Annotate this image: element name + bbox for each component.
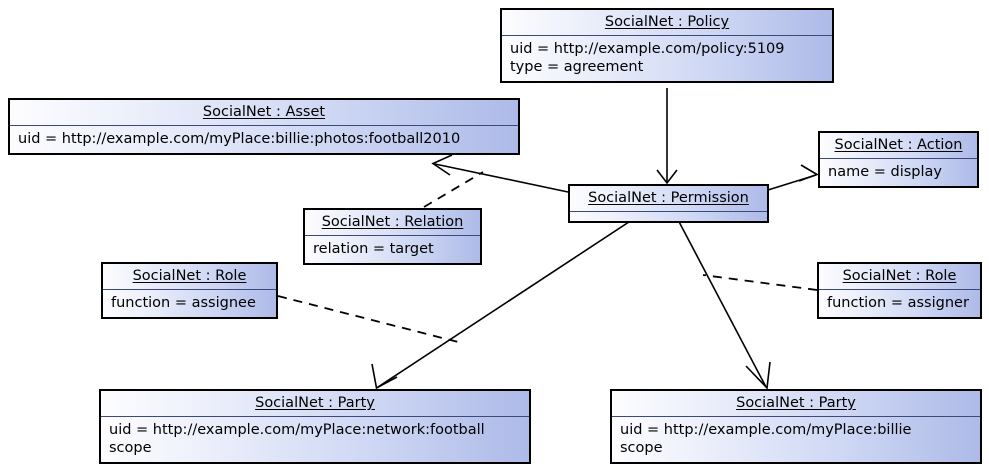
node-policy[interactable]: SocialNet : Policy uid = http://example.…: [500, 8, 834, 84]
node-party-network[interactable]: SocialNet : Party uid = http://example.c…: [99, 389, 531, 465]
edge-policy-permission: [656, 88, 678, 185]
attribute-line: uid = http://example.com/policy:5109: [510, 40, 785, 57]
node-party-network-attributes: uid = http://example.com/myPlace:network…: [101, 417, 529, 463]
node-party-billie-attributes: uid = http://example.com/myPlace:billie …: [612, 417, 980, 463]
edge-role-assigner-link: [702, 274, 818, 291]
node-action-divider: [820, 157, 977, 159]
edge-role-assignee-link: [277, 295, 463, 344]
node-permission[interactable]: SocialNet : Permission: [568, 184, 769, 223]
node-role-assignee-title: SocialNet : Role: [132, 268, 247, 284]
node-policy-title: SocialNet : Policy: [604, 14, 730, 30]
node-role-assigner-divider: [819, 288, 980, 290]
node-party-network-divider: [101, 415, 529, 417]
node-permission-attributes: [570, 212, 767, 221]
node-relation-title: SocialNet : Relation: [321, 214, 464, 230]
node-asset-attributes: uid = http://example.com/myPlace:billie:…: [10, 126, 518, 153]
node-policy-divider: [502, 34, 832, 36]
attribute-line: uid = http://example.com/myPlace:billie:…: [18, 130, 461, 147]
edge-permission-action: [767, 164, 819, 191]
node-action-title: SocialNet : Action: [834, 137, 963, 153]
attribute-line: uid = http://example.com/myPlace:network…: [109, 421, 485, 438]
node-party-billie[interactable]: SocialNet : Party uid = http://example.c…: [610, 389, 982, 465]
attribute-line: type = agreement: [510, 58, 644, 75]
attribute-line: name = display: [828, 163, 942, 180]
edge-permission-party-network: [371, 215, 639, 390]
node-action[interactable]: SocialNet : Action name = display: [818, 131, 979, 188]
node-role-assignee-attributes: function = assignee: [103, 290, 276, 317]
node-role-assignee[interactable]: SocialNet : Role function = assignee: [101, 262, 278, 319]
node-role-assigner[interactable]: SocialNet : Role function = assigner: [817, 262, 982, 319]
node-action-attributes: name = display: [820, 159, 977, 186]
node-party-network-title: SocialNet : Party: [255, 395, 375, 411]
node-relation-divider: [305, 234, 480, 236]
attribute-line: function = assignee: [111, 294, 256, 311]
node-asset-divider: [10, 124, 518, 126]
node-permission-divider: [570, 210, 767, 212]
node-relation[interactable]: SocialNet : Relation relation = target: [303, 208, 482, 265]
attribute-line: scope: [109, 439, 152, 456]
node-policy-attributes: uid = http://example.com/policy:5109 typ…: [502, 36, 832, 82]
attribute-line: relation = target: [313, 240, 434, 257]
node-party-billie-title: SocialNet : Party: [736, 395, 856, 411]
node-permission-title: SocialNet : Permission: [588, 190, 749, 206]
attribute-line: uid = http://example.com/myPlace:billie: [620, 421, 912, 438]
node-asset[interactable]: SocialNet : Asset uid = http://example.c…: [8, 98, 520, 155]
attribute-line: scope: [620, 439, 663, 456]
node-asset-title: SocialNet : Asset: [202, 104, 326, 120]
node-role-assigner-attributes: function = assigner: [819, 290, 980, 317]
node-relation-attributes: relation = target: [305, 236, 480, 263]
node-role-assignee-divider: [103, 288, 276, 290]
edge-permission-party-billie: [675, 215, 771, 390]
edge-permission-asset: [431, 154, 569, 193]
edge-relation-link: [423, 171, 484, 208]
node-party-billie-divider: [612, 415, 980, 417]
node-role-assigner-title: SocialNet : Role: [842, 268, 957, 284]
attribute-line: function = assigner: [827, 294, 969, 311]
